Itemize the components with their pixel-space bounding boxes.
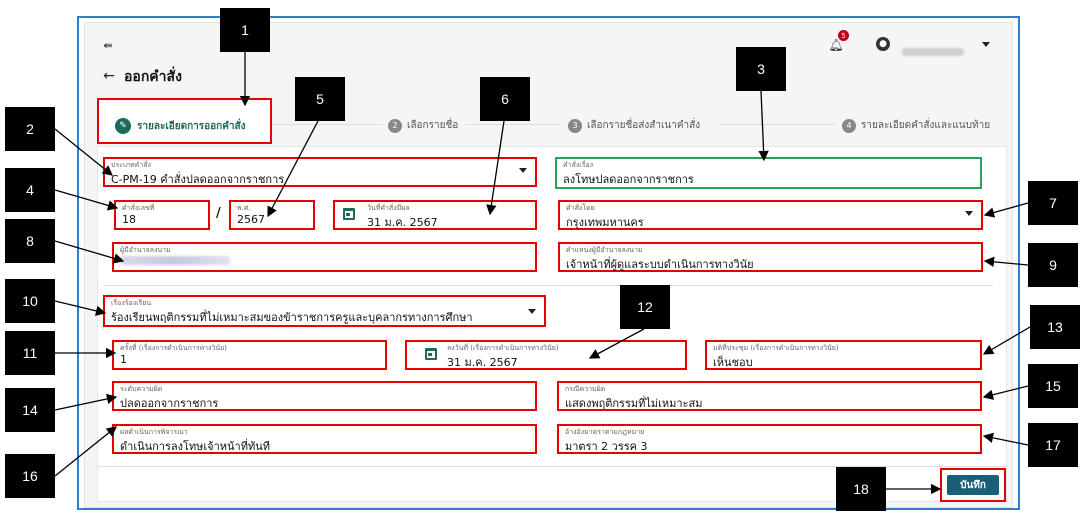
field-label: เรื่องร้องเรียน xyxy=(111,299,152,307)
callout-12: 12 xyxy=(620,285,670,329)
back-arrow-icon[interactable]: ← xyxy=(103,68,115,84)
authorizer-input[interactable]: ผู้มีอำนาจลงนาม xyxy=(112,242,537,272)
callout-9: 9 xyxy=(1028,243,1078,287)
footer-divider xyxy=(98,466,1006,467)
step-1[interactable]: ✎ รายละเอียดการออกคำสั่ง xyxy=(115,118,246,134)
callout-2: 2 xyxy=(5,107,55,151)
field-value: กรุงเทพมหานคร xyxy=(566,216,644,229)
field-label: ครั้งที่ (เรื่องการดำเนินการทางวินัย) xyxy=(120,344,228,352)
calendar-icon xyxy=(343,208,355,220)
order-number-separator: / xyxy=(216,206,221,221)
step-number: 3 xyxy=(568,118,582,133)
callout-4: 4 xyxy=(5,168,55,212)
field-label: คำสั่งโดย xyxy=(566,204,595,212)
step-number: 2 xyxy=(388,118,402,133)
meeting-resolution-input[interactable]: มติที่ประชุม (เรื่องการดำเนินการทางวินัย… xyxy=(705,340,982,370)
field-value: ร้องเรียนพฤติกรรมที่ไม่เหมาะสมของข้าราชก… xyxy=(111,311,473,324)
field-value: ดำเนินการลงโทษเจ้าหน้าที่ทันที xyxy=(120,440,270,453)
field-value: 31 ม.ค. 2567 xyxy=(367,216,438,229)
callout-13: 13 xyxy=(1030,305,1080,349)
effective-date-picker[interactable]: วันที่คำสั่งมีผล 31 ม.ค. 2567 xyxy=(333,200,537,230)
callout-11: 11 xyxy=(5,331,55,375)
callout-18: 18 xyxy=(836,467,886,511)
page-title: ออกคำสั่ง xyxy=(124,69,182,85)
field-label: ระดับความผิด xyxy=(120,385,163,393)
calendar-icon xyxy=(425,348,437,360)
callout-16: 16 xyxy=(5,454,55,498)
order-subject-input[interactable]: คำสั่งเรื่อง ลงโทษปลดออกจากราชการ xyxy=(555,157,982,189)
callout-10: 10 xyxy=(5,279,55,323)
step-label: รายละเอียดการออกคำสั่ง xyxy=(137,120,246,132)
section-divider xyxy=(103,285,993,286)
meeting-number-input[interactable]: ครั้งที่ (เรื่องการดำเนินการทางวินัย) 1 xyxy=(112,340,387,370)
field-value: 1 xyxy=(120,353,127,366)
step-connector xyxy=(272,124,382,125)
offense-case-input[interactable]: กรณีความผิด แสดงพฤติกรรมที่ไม่เหมาะสม xyxy=(557,381,982,411)
field-label: พ.ศ. xyxy=(237,204,251,212)
field-label: คำสั่งเรื่อง xyxy=(563,161,594,169)
step-3[interactable]: 3 เลือกรายชื่อส่งสำเนาคำสั่ง xyxy=(568,118,700,133)
callout-1: 1 xyxy=(220,8,270,52)
complaint-select[interactable]: เรื่องร้องเรียน ร้องเรียนพฤติกรรมที่ไม่เ… xyxy=(103,295,546,327)
bell-icon[interactable]: 🔔︎ xyxy=(828,38,844,52)
field-value-blurred xyxy=(120,255,230,268)
field-value: ปลดออกจากราชการ xyxy=(120,397,219,410)
callout-14: 14 xyxy=(5,388,55,432)
year-input[interactable]: พ.ศ. 2567 xyxy=(229,200,315,230)
user-name[interactable] xyxy=(902,41,964,60)
callout-5: 5 xyxy=(295,77,345,121)
step-label: เลือกรายชื่อส่งสำเนาคำสั่ง xyxy=(587,120,701,131)
step-connector xyxy=(720,124,836,125)
order-type-select[interactable]: ประเภทคำสั่ง C-PM-19 คำสั่งปลดออกจากราชก… xyxy=(103,157,537,187)
callout-8: 8 xyxy=(5,219,55,263)
chevron-down-icon xyxy=(519,168,527,173)
callout-7: 7 xyxy=(1028,181,1078,225)
chevron-down-icon xyxy=(965,211,973,216)
field-label: วันที่คำสั่งมีผล xyxy=(367,204,410,212)
chevron-down-icon xyxy=(528,309,536,314)
field-value: มาตรา 2 วรรค 3 xyxy=(565,440,648,453)
field-label: ผลดำเนินการพิจารณา xyxy=(120,428,188,436)
step-label: เลือกรายชื่อ xyxy=(407,120,459,131)
field-label: ลงวันที่ (เรื่องการดำเนินการทางวินัย) xyxy=(447,344,559,352)
user-menu-chevron-icon[interactable] xyxy=(982,42,990,47)
callout-17: 17 xyxy=(1028,423,1078,467)
field-label: มติที่ประชุม (เรื่องการดำเนินการทางวินัย… xyxy=(713,344,839,352)
callout-6: 6 xyxy=(480,77,530,121)
notification-badge: 5 xyxy=(838,30,849,41)
step-4[interactable]: 4 รายละเอียดคำสั่งและแนบท้าย xyxy=(842,118,990,133)
field-label: คำสั่งเลขที่ xyxy=(122,204,155,212)
step-connector xyxy=(466,124,562,125)
order-by-select[interactable]: คำสั่งโดย กรุงเทพมหานคร xyxy=(558,200,983,230)
field-value: 31 ม.ค. 2567 xyxy=(447,356,518,369)
field-label: ผู้มีอำนาจลงนาม xyxy=(120,246,171,254)
pencil-icon: ✎ xyxy=(115,118,131,134)
field-label: ตำแหน่งผู้มีอำนาจลงนาม xyxy=(566,246,643,254)
legal-reference-input[interactable]: อ้างอิงมาตราตามกฎหมาย มาตรา 2 วรรค 3 xyxy=(557,424,982,454)
consideration-result-input[interactable]: ผลดำเนินการพิจารณา ดำเนินการลงโทษเจ้าหน้… xyxy=(112,424,537,454)
field-label: อ้างอิงมาตราตามกฎหมาย xyxy=(565,428,645,436)
step-number: 4 xyxy=(842,118,856,133)
authorizer-position-input[interactable]: ตำแหน่งผู้มีอำนาจลงนาม เจ้าหน้าที่ผู้ดูแ… xyxy=(558,242,983,272)
step-label: รายละเอียดคำสั่งและแนบท้าย xyxy=(861,120,991,131)
meeting-date-picker[interactable]: ลงวันที่ (เรื่องการดำเนินการทางวินัย) 31… xyxy=(405,340,687,370)
offense-level-input[interactable]: ระดับความผิด ปลดออกจากราชการ xyxy=(112,381,537,411)
callout-3: 3 xyxy=(736,47,786,91)
order-number-input[interactable]: คำสั่งเลขที่ 18 xyxy=(114,200,210,230)
field-value: C-PM-19 คำสั่งปลดออกจากราชการ xyxy=(111,173,285,186)
step-2[interactable]: 2 เลือกรายชื่อ xyxy=(388,118,458,133)
field-label: ประเภทคำสั่ง xyxy=(111,161,151,169)
field-value: แสดงพฤติกรรมที่ไม่เหมาะสม xyxy=(565,397,703,410)
field-label: กรณีความผิด xyxy=(565,385,606,393)
callout-15: 15 xyxy=(1028,364,1078,408)
save-button[interactable]: บันทึก xyxy=(947,475,999,495)
user-avatar-icon[interactable]: ● xyxy=(876,37,890,51)
field-value: 18 xyxy=(122,213,136,226)
field-value: 2567 xyxy=(237,213,265,226)
field-value: เจ้าหน้าที่ผู้ดูแลระบบดำเนินการทางวินัย xyxy=(566,258,754,271)
collapse-sidebar-icon[interactable]: ⇚ xyxy=(103,38,113,52)
field-value: ลงโทษปลดออกจากราชการ xyxy=(563,173,694,186)
field-value: เห็นชอบ xyxy=(713,356,753,369)
